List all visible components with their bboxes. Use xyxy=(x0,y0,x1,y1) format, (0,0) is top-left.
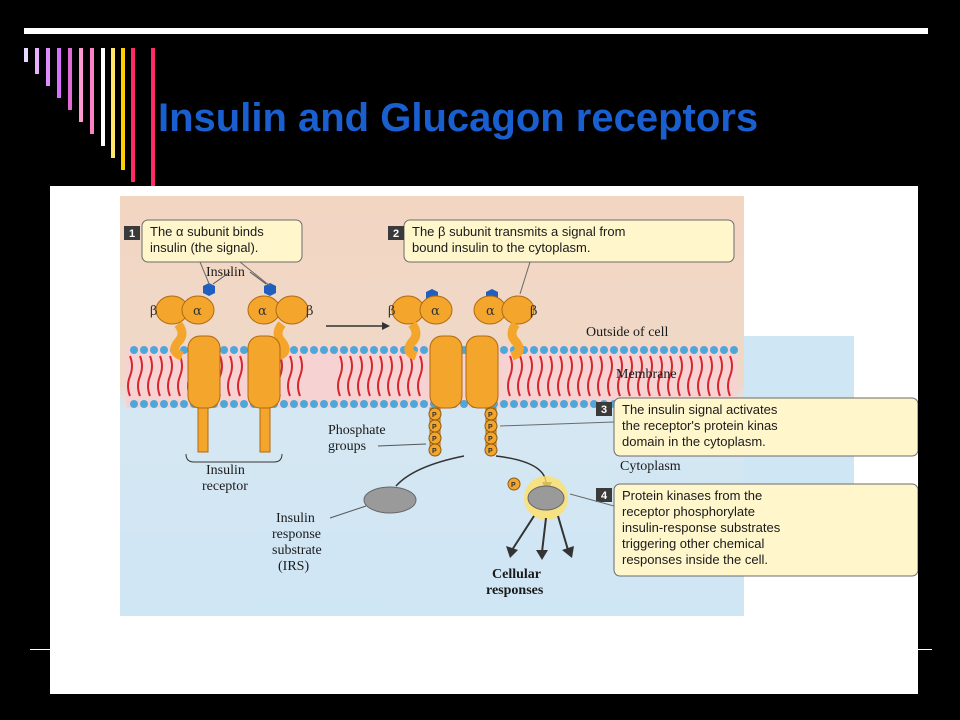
svg-text:The β subunit transmits a sign: The β subunit transmits a signal from xyxy=(412,224,625,239)
svg-text:Protein kinases from the: Protein kinases from the xyxy=(622,488,762,503)
svg-text:bound insulin to the cytoplasm: bound insulin to the cytoplasm. xyxy=(412,240,591,255)
insulin-molecule-icon xyxy=(264,283,276,296)
callout-step-1: 1 The α subunit binds insulin (the signa… xyxy=(124,219,303,287)
alpha-subunit-label: α xyxy=(193,304,202,319)
svg-text:triggering other chemical: triggering other chemical xyxy=(622,536,764,551)
insulin-receptor-diagram: Insulin β α α β xyxy=(120,196,918,616)
phosphate-groups-label: Phosphate xyxy=(328,423,386,438)
svg-text:The α subunit binds: The α subunit binds xyxy=(150,224,264,239)
slide-bottom-rule xyxy=(30,649,932,650)
callout-step-4: 4 Protein kinases from the receptor phos… xyxy=(569,483,918,577)
svg-text:P: P xyxy=(432,412,437,419)
svg-text:P: P xyxy=(488,448,493,455)
svg-text:P: P xyxy=(432,424,437,431)
phosphate-groups: P P P P P P P P xyxy=(428,407,498,457)
svg-text:P: P xyxy=(511,482,516,489)
svg-text:receptor phosphorylate: receptor phosphorylate xyxy=(622,504,755,519)
svg-text:P: P xyxy=(488,424,493,431)
beta-subunit-label: β xyxy=(306,304,314,319)
irs-label: Insulin xyxy=(276,511,315,526)
svg-text:insulin (the signal).: insulin (the signal). xyxy=(150,240,258,255)
insulin-receptor-label-2: receptor xyxy=(202,479,248,494)
decorative-stripes xyxy=(24,48,155,186)
alpha-subunit-label: α xyxy=(431,304,440,319)
outside-of-cell-label: Outside of cell xyxy=(586,325,669,340)
svg-text:P: P xyxy=(432,448,437,455)
insulin-receptor-label: Insulin xyxy=(206,463,245,478)
irs-label-2: response xyxy=(272,527,321,542)
membrane-label: Membrane xyxy=(616,367,677,382)
svg-text:domain in the cytoplasm.: domain in the cytoplasm. xyxy=(622,434,766,449)
slide-title: Insulin and Glucagon receptors xyxy=(158,96,759,140)
svg-text:insulin-response substrates: insulin-response substrates xyxy=(622,520,781,535)
svg-text:3: 3 xyxy=(601,404,607,416)
cytoplasm-label: Cytoplasm xyxy=(620,459,681,474)
callout-step-2: 2 The β subunit transmits a signal from … xyxy=(388,219,735,295)
svg-text:The insulin signal activates: The insulin signal activates xyxy=(622,402,778,417)
svg-text:P: P xyxy=(432,436,437,443)
inactive-insulin-receptor xyxy=(155,295,309,453)
cellular-responses-label: Cellular xyxy=(492,567,541,582)
activation-arrowhead xyxy=(382,322,390,330)
svg-text:P: P xyxy=(488,412,493,419)
svg-text:P: P xyxy=(488,436,493,443)
irs-substrate xyxy=(363,486,417,514)
slide-top-rule xyxy=(24,28,928,34)
insulin-label: Insulin xyxy=(206,265,245,280)
beta-subunit-label: β xyxy=(388,304,396,319)
irs-label-4: (IRS) xyxy=(278,559,309,574)
insulin-molecule-icon xyxy=(203,283,215,296)
beta-subunit-label: β xyxy=(530,304,538,319)
irs-label-3: substrate xyxy=(272,543,322,558)
callout-step-3: 3 The insulin signal activates the recep… xyxy=(499,397,918,457)
svg-text:responses inside the cell.: responses inside the cell. xyxy=(622,552,768,567)
alpha-subunit-label: α xyxy=(258,304,267,319)
diagram-panel: Insulin β α α β xyxy=(50,186,918,694)
svg-text:4: 4 xyxy=(601,490,608,502)
response-arrows xyxy=(511,515,569,553)
svg-text:1: 1 xyxy=(129,228,135,240)
cellular-responses-label-2: responses xyxy=(486,583,544,598)
svg-text:2: 2 xyxy=(393,228,399,240)
phosphate-groups-label-2: groups xyxy=(328,439,366,454)
alpha-subunit-label: α xyxy=(486,304,495,319)
phosphorylated-irs: P xyxy=(507,476,568,520)
beta-subunit-label: β xyxy=(150,304,158,319)
svg-text:the receptor's protein kinas: the receptor's protein kinas xyxy=(622,418,778,433)
